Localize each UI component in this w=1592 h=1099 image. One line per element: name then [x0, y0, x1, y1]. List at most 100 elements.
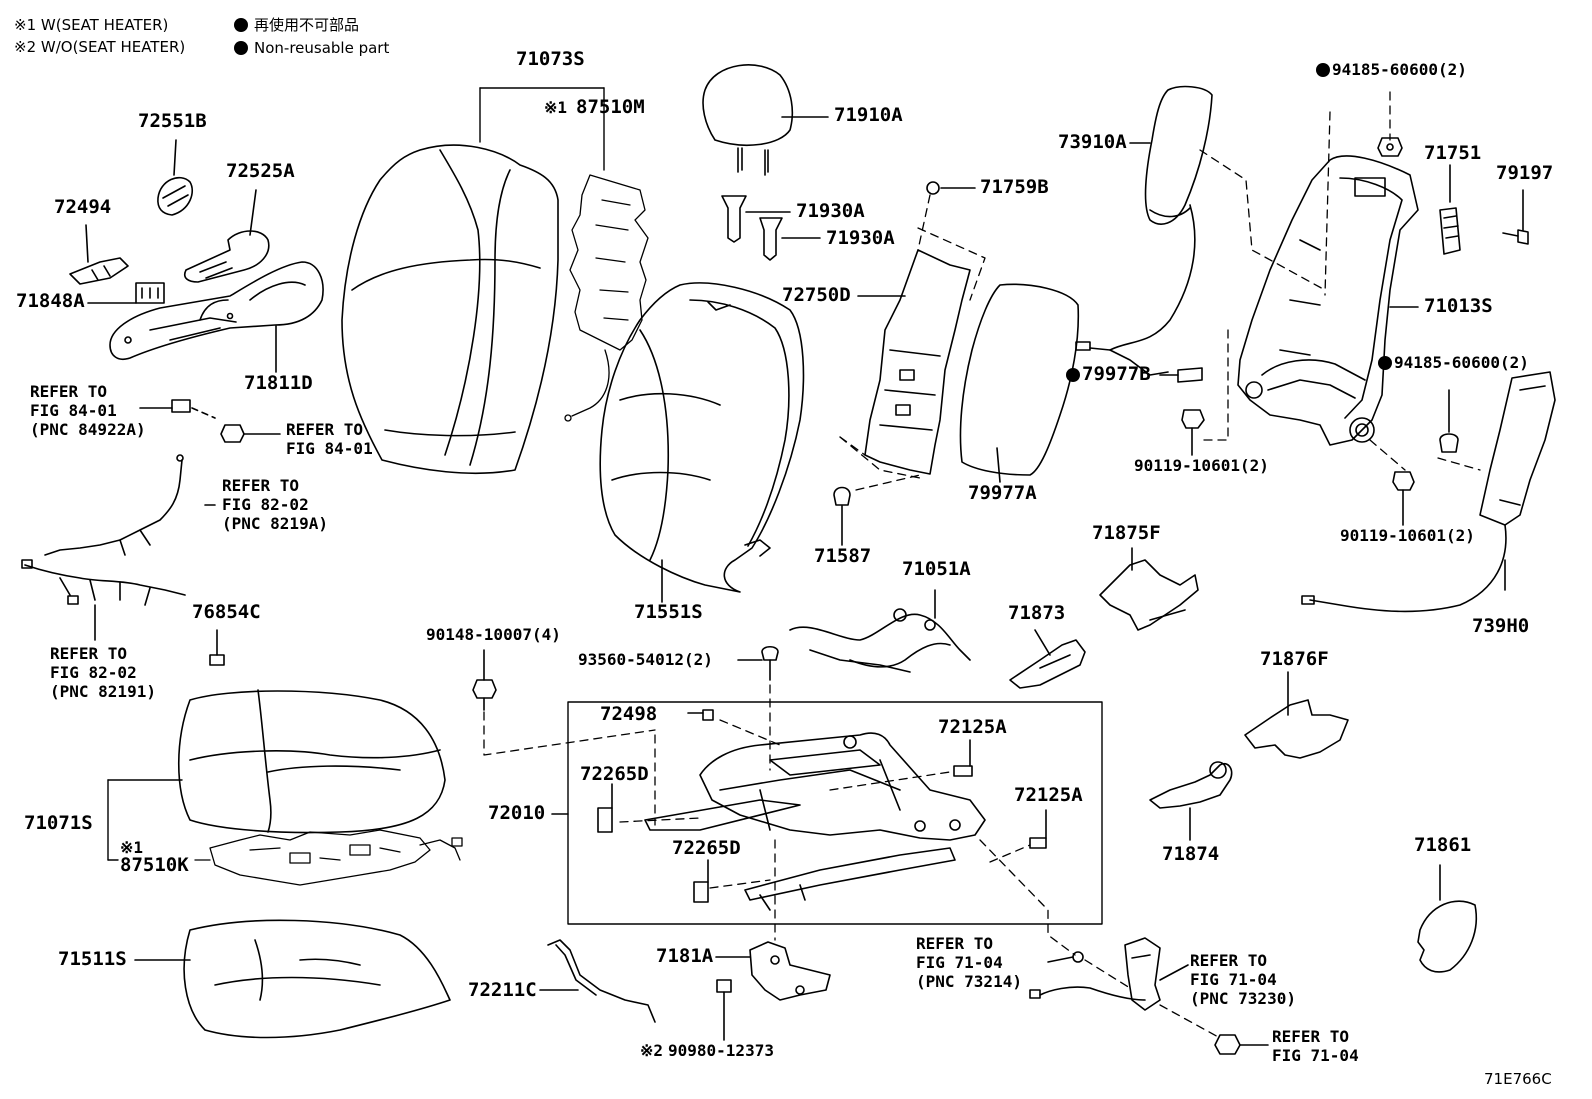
- legend-note-1: ※1 W(SEAT HEATER): [14, 16, 169, 34]
- part-label-71073S[interactable]: 71073S: [516, 48, 585, 70]
- part-label-71874[interactable]: 71874: [1162, 843, 1220, 865]
- part-label-72265D-1[interactable]: 72265D: [580, 763, 649, 785]
- connector-90980-art: [717, 980, 731, 1040]
- part-label-71861[interactable]: 71861: [1414, 834, 1472, 856]
- refer-line: REFER TO: [50, 644, 128, 663]
- part-label-71013S[interactable]: 71013S: [1424, 295, 1493, 317]
- part-label-94185-mid-text: 94185-60600(2): [1394, 353, 1529, 372]
- part-label-76854C[interactable]: 76854C: [192, 601, 261, 623]
- part-label-79977B[interactable]: 79977B: [1066, 365, 1151, 384]
- part-label-90119-b[interactable]: 90119-10601(2): [1340, 526, 1475, 545]
- part-label-72265D-2[interactable]: 72265D: [672, 837, 741, 859]
- part-label-71848A[interactable]: 71848A: [16, 290, 85, 312]
- part-label-90119-a[interactable]: 90119-10601(2): [1134, 456, 1269, 475]
- cap-72125A-2-art: [1030, 810, 1046, 848]
- heater-element-87510M: [565, 175, 648, 421]
- cover-72265D-2-art: [694, 860, 708, 902]
- part-label-79197[interactable]: 79197: [1496, 162, 1554, 184]
- part-label-87510M[interactable]: 87510M: [576, 96, 645, 118]
- refer-71-04[interactable]: REFER TO FIG 71-04: [1272, 1027, 1359, 1065]
- part-label-72750D[interactable]: 72750D: [782, 284, 851, 306]
- refer-line: (PNC 73230): [1190, 989, 1296, 1008]
- mark-90980: ※2: [640, 1041, 664, 1060]
- bracket-71751-art: [1440, 165, 1460, 254]
- part-label-72525A[interactable]: 72525A: [226, 160, 295, 182]
- rod-72211C: [540, 940, 655, 1022]
- refer-84-01[interactable]: REFER TO FIG 84-01: [286, 420, 373, 458]
- clip-72498-art: [688, 710, 713, 720]
- leader-71071S: [108, 780, 182, 860]
- legend-note-2: ※2 W/O(SEAT HEATER): [14, 38, 186, 56]
- cap-72125A-1-art: [954, 740, 972, 776]
- refer-line: FIG 71-04: [1190, 970, 1277, 989]
- part-label-71759B[interactable]: 71759B: [980, 176, 1049, 198]
- part-label-72125A-1[interactable]: 72125A: [938, 716, 1007, 738]
- part-label-73910A[interactable]: 73910A: [1058, 131, 1127, 153]
- part-label-71876F[interactable]: 71876F: [1260, 648, 1329, 670]
- refer-8219A[interactable]: REFER TO FIG 82-02 (PNC 8219A): [222, 476, 328, 533]
- part-label-87510K[interactable]: 87510K: [120, 854, 189, 876]
- part-label-94185-top[interactable]: 94185-60600(2): [1316, 62, 1467, 78]
- part-label-7181A[interactable]: 7181A: [656, 945, 714, 967]
- part-label-79977A[interactable]: 79977A: [968, 482, 1037, 504]
- dashed-guide-72750D: [840, 195, 985, 490]
- refer-line: (PNC 8219A): [222, 514, 328, 533]
- cover-71875F: [1100, 548, 1198, 630]
- part-label-72211C[interactable]: 72211C: [468, 979, 537, 1001]
- part-label-90980[interactable]: 90980-12373: [668, 1041, 774, 1060]
- buckle-73230: [1030, 938, 1188, 1010]
- part-label-94185-mid[interactable]: 94185-60600(2): [1378, 355, 1529, 371]
- part-label-739H0[interactable]: 739H0: [1472, 615, 1530, 637]
- harness-71051A: [790, 590, 970, 672]
- part-label-71551S[interactable]: 71551S: [634, 601, 703, 623]
- cover-72265D-1-art: [598, 784, 612, 832]
- part-label-71751[interactable]: 71751: [1424, 142, 1482, 164]
- nut-94185-top-art: [1378, 138, 1402, 156]
- figure-code: 71E766C: [1484, 1070, 1552, 1088]
- part-label-71875F[interactable]: 71875F: [1092, 522, 1161, 544]
- part-label-72494[interactable]: 72494: [54, 196, 112, 218]
- refer-73230[interactable]: REFER TO FIG 71-04 (PNC 73230): [1190, 951, 1296, 1008]
- part-label-72010[interactable]: 72010: [488, 802, 546, 824]
- part-label-72551B[interactable]: 72551B: [138, 110, 207, 132]
- part-label-71930A-2[interactable]: 71930A: [826, 227, 895, 249]
- part-label-72498[interactable]: 72498: [600, 703, 658, 725]
- part-label-71873[interactable]: 71873: [1008, 602, 1066, 624]
- part-label-71910A[interactable]: 71910A: [834, 104, 903, 126]
- legend-nonreusable-en-text: Non-reusable part: [254, 39, 390, 57]
- refer-73214[interactable]: REFER TO FIG 71-04 (PNC 73214): [916, 934, 1022, 991]
- airbag-73910A: [1076, 87, 1212, 375]
- dashed-track: [620, 720, 1075, 955]
- refer-line: REFER TO: [222, 476, 300, 495]
- part-label-72125A-2[interactable]: 72125A: [1014, 784, 1083, 806]
- bolt-90119-b-art: [1393, 472, 1414, 525]
- refer-line: REFER TO: [1272, 1027, 1350, 1046]
- mark-87510K: ※1: [120, 838, 144, 857]
- knob-72551B: [158, 140, 192, 215]
- part-label-71587[interactable]: 71587: [814, 545, 872, 567]
- bracket-7181A: [716, 942, 830, 1000]
- part-label-79977B-text: 79977B: [1082, 363, 1151, 385]
- seat-frame-71013S: [1238, 156, 1418, 445]
- track-group-box-72010: [568, 702, 1102, 924]
- part-label-93560[interactable]: 93560-54012(2): [578, 650, 713, 669]
- seat-back-cover-71073S: [342, 145, 558, 473]
- part-label-71930A-1[interactable]: 71930A: [796, 200, 865, 222]
- legend-nonreusable-en: Non-reusable part: [234, 41, 389, 56]
- cushion-pad-71511S: [135, 920, 450, 1037]
- part-label-71051A[interactable]: 71051A: [902, 558, 971, 580]
- part-label-71811D[interactable]: 71811D: [244, 372, 313, 394]
- part-label-71071S[interactable]: 71071S: [24, 812, 93, 834]
- part-label-90148[interactable]: 90148-10007(4): [426, 625, 561, 644]
- cover-71873: [1010, 630, 1085, 688]
- nonreusable-dot-icon: [1378, 356, 1392, 370]
- lever-72525A: [185, 190, 269, 282]
- refer-line: (PNC 84922A): [30, 420, 146, 439]
- part-label-71511S[interactable]: 71511S: [58, 948, 127, 970]
- back-board-72750D: [858, 250, 970, 474]
- mark-87510M: ※1: [544, 98, 568, 117]
- refer-84922A[interactable]: REFER TO FIG 84-01 (PNC 84922A): [30, 382, 146, 439]
- seat-back-pad-71551S: [600, 283, 803, 602]
- dashed-airbag: [1200, 150, 1325, 290]
- refer-82191[interactable]: REFER TO FIG 82-02 (PNC 82191): [50, 644, 156, 701]
